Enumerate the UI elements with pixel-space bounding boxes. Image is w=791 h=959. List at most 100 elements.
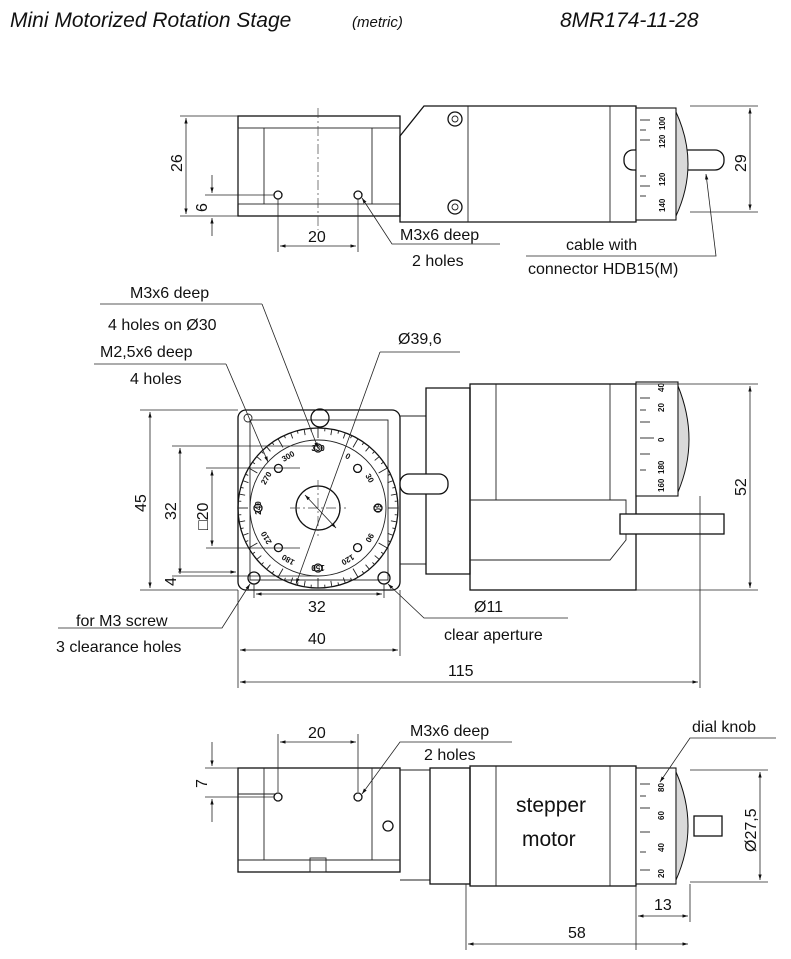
dial-tick: [330, 429, 333, 436]
dial-tick: [303, 429, 306, 436]
note-diameter-39-6: Ø39,6: [398, 331, 442, 348]
dial-label: 210: [259, 529, 274, 546]
knob-ticks-side: [640, 783, 650, 871]
knob-ticks-front: [640, 397, 654, 471]
dim-width-115: 115: [448, 663, 474, 680]
dial-tick: [374, 456, 380, 461]
dial-tick: [365, 564, 370, 570]
dial-tick: [365, 446, 370, 452]
dial-tick: [248, 542, 258, 549]
dim-52: 52: [733, 478, 750, 496]
knob-scale-label: 100: [658, 116, 667, 130]
header: Mini Motorized Rotation Stage (metric) 8…: [10, 9, 699, 32]
dial-tick: [248, 467, 258, 474]
knob-scale-label: 20: [657, 403, 666, 412]
dial-tick: [337, 582, 340, 586]
dial-tick: [380, 461, 384, 465]
dial-tick: [337, 430, 340, 434]
knob-scale-label: 140: [658, 198, 667, 212]
dial-label: 0: [344, 451, 353, 461]
dial-tick: [252, 461, 256, 465]
knob-ticks-top: [640, 119, 650, 197]
note-aperture-diameter: Ø11: [474, 599, 503, 616]
drawing-title: Mini Motorized Rotation Stage: [10, 9, 291, 32]
dial-label: 300: [280, 449, 297, 464]
dial-hole: [273, 463, 284, 474]
dim-45: 45: [133, 494, 150, 512]
dial-tick: [378, 467, 388, 474]
dial-tick: [372, 451, 375, 454]
knob-scale-label: 160: [657, 478, 666, 492]
stage-body-top: [237, 115, 401, 217]
dial-tick: [392, 527, 396, 530]
knob-scale-label: 120: [658, 134, 667, 148]
motor-flange-side: [429, 767, 471, 885]
dim-width-32: 32: [308, 599, 326, 616]
note-cable-line1: cable with: [566, 237, 637, 254]
dial-label: 60: [373, 504, 382, 513]
dial-tick: [372, 562, 375, 565]
note-m3-holes-line1: M3x6 deep: [130, 285, 209, 302]
dial-tick: [271, 570, 275, 574]
dial-hole: [273, 542, 284, 553]
dim-13: 13: [654, 897, 672, 914]
note-clear-aperture: clear aperture: [444, 627, 543, 644]
dial-tick: [242, 480, 249, 484]
side-view: stepper motor 20 40 60 80 20 7 M3x6 deep…: [194, 719, 776, 950]
knob-scale-label: 0: [657, 437, 666, 442]
dial-tick: [330, 580, 333, 587]
dial-hole: [313, 443, 323, 453]
dim-6: 6: [194, 203, 211, 212]
drawing-subtitle: (metric): [352, 14, 403, 31]
note-screw-line1: for M3 screw: [76, 613, 168, 630]
dim-29: 29: [733, 154, 750, 172]
dial-tick: [342, 577, 346, 584]
dial-tick: [290, 432, 294, 439]
mount-hole: [273, 190, 283, 200]
dial-tick: [261, 451, 264, 454]
dim-side-20: 20: [308, 725, 326, 742]
dial-hole: [313, 563, 323, 573]
knob-front: [635, 381, 679, 497]
dial-tick: [361, 570, 365, 574]
dial-tick: [240, 527, 244, 530]
note-m3-holes-line2: 4 holes on Ø30: [108, 317, 217, 334]
dial-hole: [352, 542, 363, 553]
knob-shaft: [693, 815, 723, 837]
note-holes-line2: 2 holes: [412, 253, 464, 270]
mount-hole: [353, 190, 363, 200]
motor-label-line2: motor: [522, 828, 576, 851]
dial-tick: [283, 577, 286, 581]
dial-tick: [387, 532, 394, 536]
dial-tick: [245, 473, 249, 476]
dim-26: 26: [169, 154, 186, 172]
dial-tick: [350, 577, 353, 581]
knob-scale-label: 120: [658, 172, 667, 186]
dial-tick: [390, 493, 397, 496]
dial-tick: [390, 520, 397, 523]
dial-tick: [361, 442, 365, 446]
dial-tick: [352, 438, 359, 448]
dial-hole: [373, 503, 383, 513]
dial-tick: [245, 540, 249, 543]
dial-label: 30: [363, 472, 376, 485]
dial-tick: [378, 542, 388, 549]
note-m25-holes-line2: 4 holes: [130, 371, 182, 388]
dial-tick: [266, 446, 271, 452]
dial-tick: [242, 532, 249, 536]
model-number: 8MR174-11-28: [560, 9, 699, 32]
knob-scale-label: 60: [657, 811, 666, 820]
dial-tick: [290, 577, 294, 584]
dial-label: 150: [311, 563, 325, 572]
dim-square-20: □20: [195, 502, 212, 530]
note-side-holes-line2: 2 holes: [424, 747, 476, 764]
dial-hole: [352, 463, 363, 474]
dial-tick: [256, 555, 262, 560]
stepper-motor: [469, 765, 637, 887]
note-holes-line1: M3x6 deep: [400, 227, 479, 244]
dim-20: 20: [308, 229, 326, 246]
dial-knob: [635, 767, 677, 885]
dial-label: 270: [259, 470, 274, 487]
